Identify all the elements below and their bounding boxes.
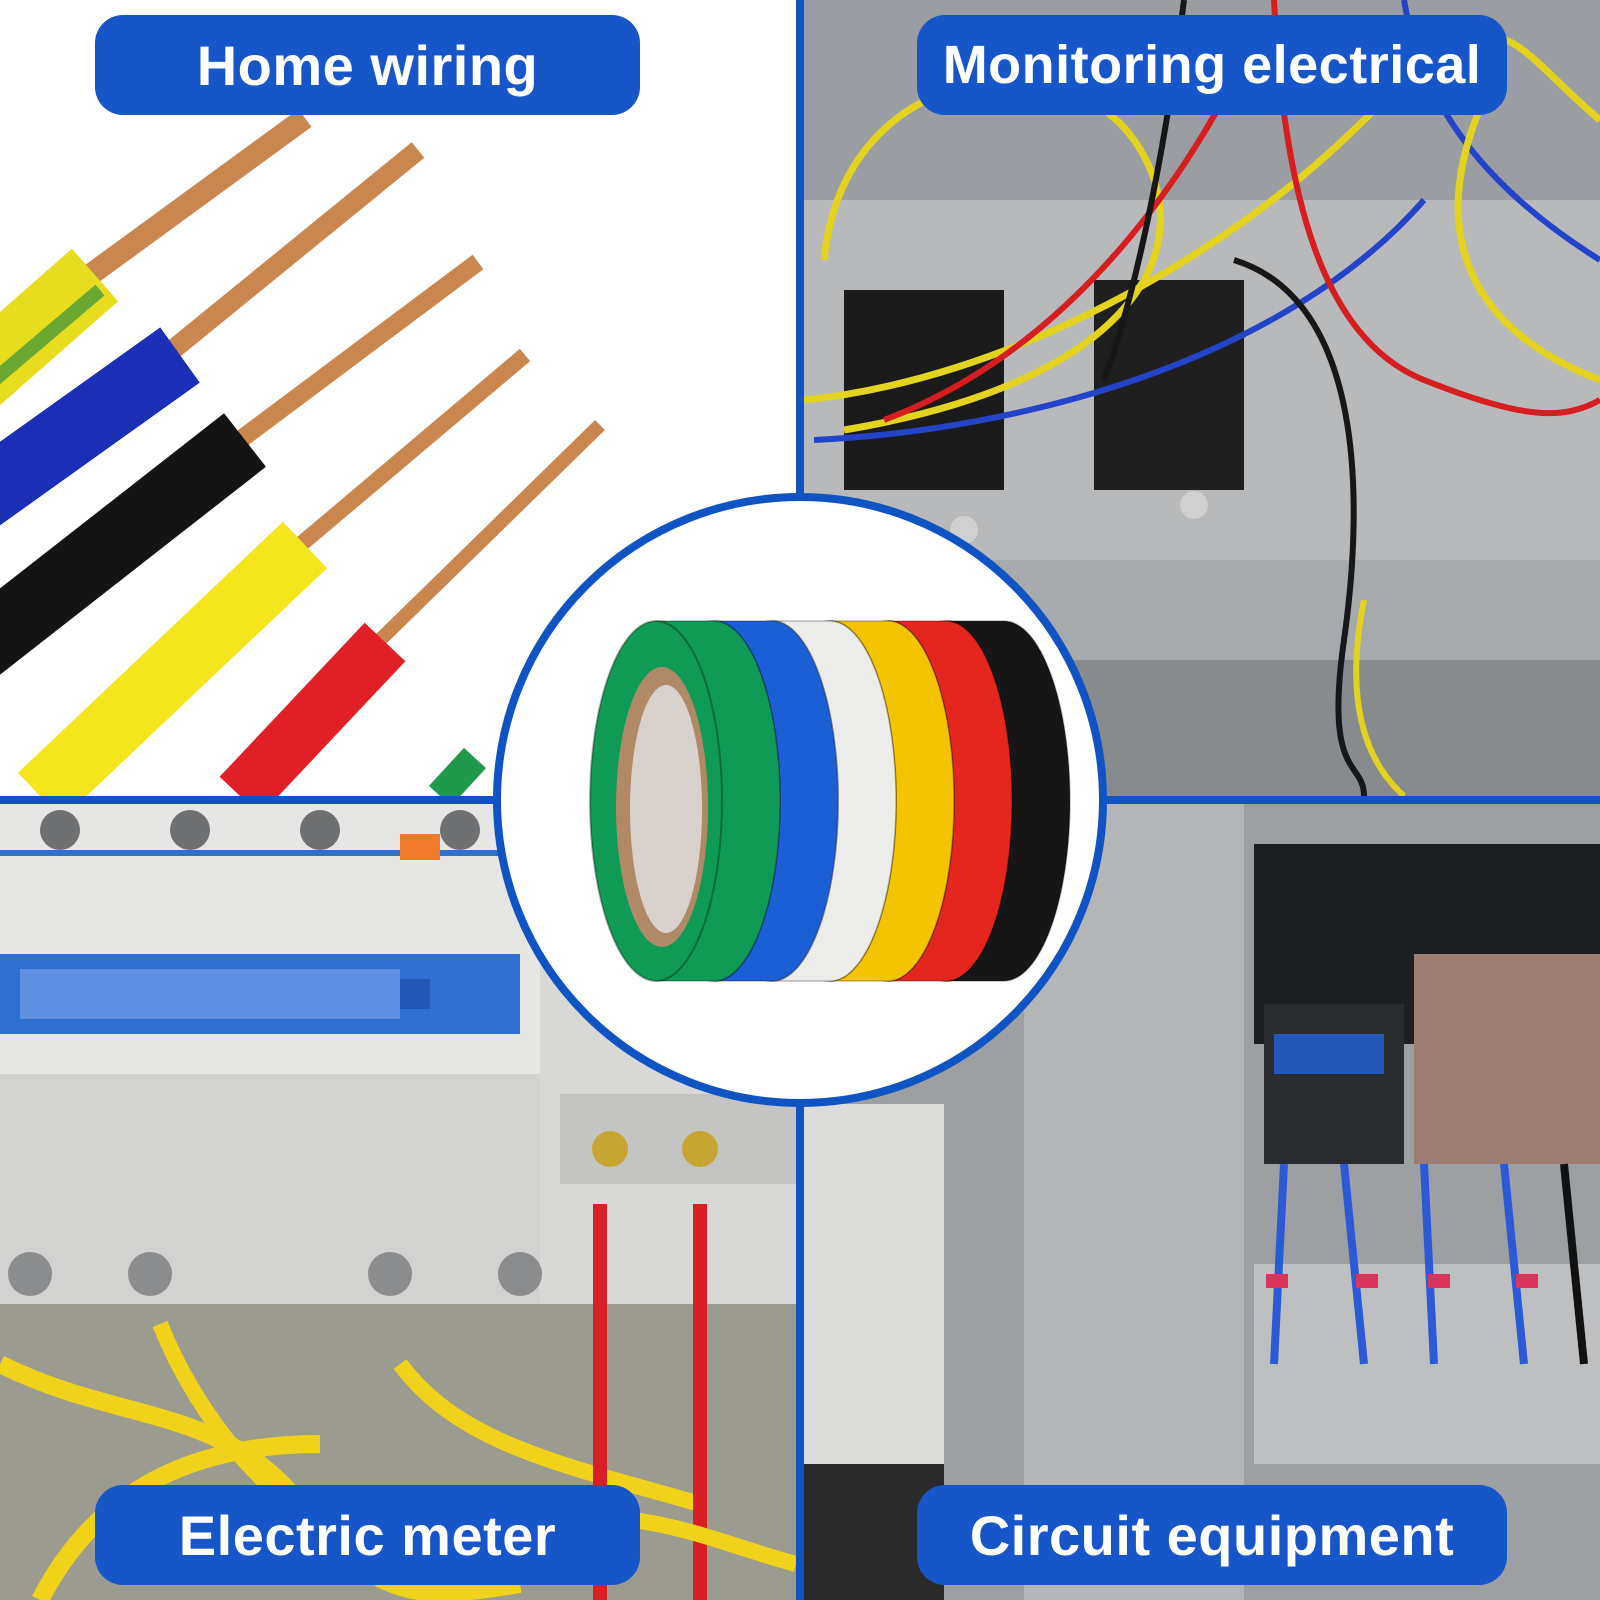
relay xyxy=(1264,1004,1404,1164)
tape-roll xyxy=(589,620,781,982)
wire-yellow xyxy=(17,521,328,796)
copper-conductor xyxy=(83,109,312,284)
wire-stripe xyxy=(0,284,105,385)
wire-green xyxy=(428,747,487,796)
label-monitoring-electrical: Monitoring electrical xyxy=(917,15,1507,115)
wire-black xyxy=(0,413,266,675)
panel-home-wiring xyxy=(0,0,796,796)
label-electric-meter: Electric meter xyxy=(95,1485,640,1585)
tape-rolls xyxy=(589,620,1071,982)
copper-conductor xyxy=(234,254,484,448)
label-circuit-equipment: Circuit equipment xyxy=(917,1485,1507,1585)
wire-yellow-green xyxy=(0,248,119,406)
copper-conductor xyxy=(163,142,425,360)
wire-blue xyxy=(0,327,200,526)
copper-conductor xyxy=(375,419,605,646)
wire-red xyxy=(219,622,406,796)
tape-rolls-circle xyxy=(493,493,1107,1107)
tape-core-hole xyxy=(630,685,702,933)
copper-conductor xyxy=(294,348,531,552)
wires-illustration xyxy=(0,109,605,796)
label-home-wiring: Home wiring xyxy=(95,15,640,115)
relay-clear xyxy=(1414,954,1600,1164)
relay-panel-photo xyxy=(804,804,1600,1600)
